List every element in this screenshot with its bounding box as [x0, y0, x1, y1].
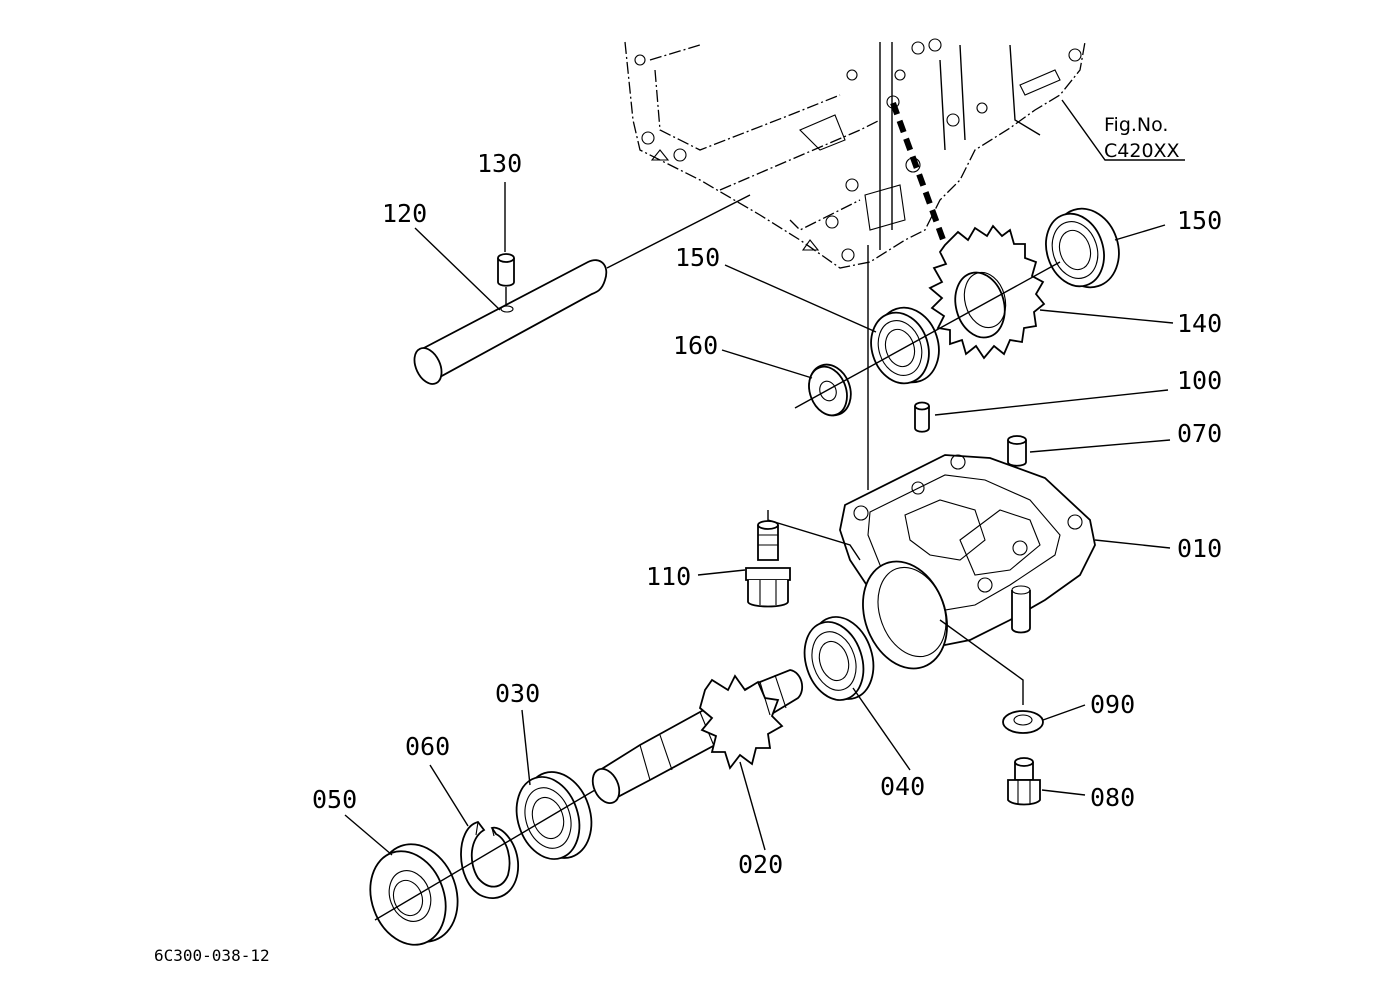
- shaft-axis-line: [374, 789, 596, 921]
- drawing-code: 6C300-038-12: [154, 946, 270, 965]
- label-160: 160: [673, 331, 718, 360]
- label-070: 070: [1177, 419, 1222, 448]
- label-140: 140: [1177, 309, 1222, 338]
- gear-axis-line: [794, 261, 1061, 409]
- leader-lines: [344, 182, 1174, 856]
- label-150-lower: 150: [675, 243, 720, 272]
- fig-no-code: C420XX: [1104, 140, 1180, 162]
- washer-090: [1002, 710, 1044, 734]
- plug-080: [1007, 757, 1041, 806]
- gear-shaft-axis-line: [890, 101, 948, 247]
- washer-160: [808, 363, 852, 417]
- bearing-040: [803, 616, 875, 701]
- shaft-120: [413, 194, 751, 385]
- label-130: 130: [477, 149, 522, 178]
- fitting-110: [745, 520, 791, 608]
- part-labels: 130 120 150 150 140 160 100 070 010 110 …: [312, 149, 1222, 879]
- transmission-case-outline: [624, 38, 1086, 269]
- fig-no-leader: [1061, 99, 1185, 161]
- fig-no-label: Fig.No.: [1104, 114, 1168, 136]
- bearing-150-upper: [1045, 207, 1120, 289]
- label-030: 030: [495, 679, 540, 708]
- seal-050: [369, 843, 459, 946]
- label-010: 010: [1177, 534, 1222, 563]
- bearing-030: [515, 771, 593, 860]
- label-040: 040: [880, 772, 925, 801]
- label-060: 060: [405, 732, 450, 761]
- pinion-shaft-020: [591, 669, 804, 804]
- label-120: 120: [382, 199, 427, 228]
- gear-140: [928, 224, 1046, 360]
- housing-010: [767, 245, 1096, 705]
- label-150-upper: 150: [1177, 206, 1222, 235]
- label-100: 100: [1177, 366, 1222, 395]
- label-020: 020: [738, 850, 783, 879]
- sleeve-070: [1007, 435, 1027, 467]
- label-050: 050: [312, 785, 357, 814]
- label-080: 080: [1090, 783, 1135, 812]
- label-090: 090: [1090, 690, 1135, 719]
- bearing-150-lower: [870, 306, 940, 385]
- dowel-100: [914, 401, 930, 433]
- pin-130: [497, 253, 515, 306]
- label-110: 110: [646, 562, 691, 591]
- snap-ring-060: [460, 820, 519, 899]
